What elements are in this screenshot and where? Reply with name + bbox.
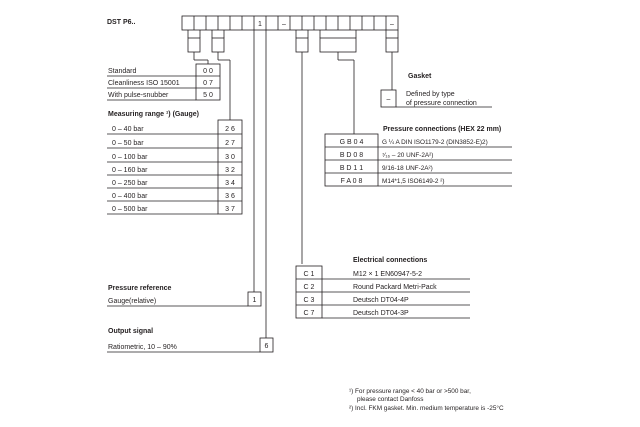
output-signal-label: Ratiometric, 10 – 90% bbox=[108, 344, 177, 351]
version-code-50: 5 0 bbox=[203, 92, 213, 99]
output-signal-title: Output signal bbox=[108, 328, 153, 335]
code-dash-1: – bbox=[282, 21, 286, 28]
range-label-100: 0 – 100 bar bbox=[112, 154, 148, 161]
range-code-26: 2 6 bbox=[225, 126, 235, 133]
code-fixed-1: 1 bbox=[258, 21, 262, 28]
range-code-34: 3 4 bbox=[225, 180, 235, 187]
pressure-connections-title: Pressure connections (HEX 22 mm) bbox=[383, 126, 501, 133]
range-label-400: 0 – 400 bar bbox=[112, 193, 148, 200]
gasket-code: – bbox=[387, 96, 391, 103]
pressure-reference-section: Pressure reference Gauge(relative) 1 bbox=[107, 285, 262, 307]
pressure-reference-title: Pressure reference bbox=[108, 285, 172, 292]
version-code-07: 0 7 bbox=[203, 80, 213, 87]
code-header-boxes bbox=[181, 15, 399, 31]
electrical-label-m12: M12 × 1 EN60947-5-2 bbox=[353, 271, 422, 278]
range-code-36: 3 6 bbox=[225, 193, 235, 200]
pressure-conn-code-bd08: B D 0 8 bbox=[340, 152, 363, 159]
electrical-code-c7: C 7 bbox=[304, 310, 315, 317]
electrical-label-packard: Round Packard Metri-Pack bbox=[353, 284, 437, 291]
pressure-conn-label-bd11: 9/16-18 UNF-2A²) bbox=[382, 165, 433, 172]
pressure-conn-label-fa08: M14*1,5 ISO6149-2 ²) bbox=[382, 178, 445, 185]
version-label-standard: Standard bbox=[108, 68, 137, 75]
pressure-reference-label: Gauge(relative) bbox=[108, 298, 156, 305]
footnote-1-line-2: please contact Danfoss bbox=[357, 396, 423, 403]
version-section: Standard Cleanliness ISO 15001 With puls… bbox=[107, 63, 221, 101]
pressure-conn-code-fa08: F A 0 8 bbox=[341, 178, 363, 185]
range-code-32: 3 2 bbox=[225, 167, 235, 174]
connector-lines bbox=[187, 30, 399, 338]
electrical-label-dt04-3p: Deutsch DT04-3P bbox=[353, 310, 409, 317]
measuring-range-title: Measuring range ¹) (Gauge) bbox=[108, 111, 199, 118]
footnote-1-line-1: ¹) For pressure range < 40 bar or >500 b… bbox=[349, 388, 471, 395]
electrical-connections-title: Electrical connections bbox=[353, 257, 427, 264]
measuring-range-section: Measuring range ¹) (Gauge) 0 – 40 bar 0 … bbox=[107, 111, 243, 215]
code-dash-2: – bbox=[390, 21, 394, 28]
range-code-37: 3 7 bbox=[225, 206, 235, 213]
pressure-conn-code-bd11: B D 1 1 bbox=[340, 165, 363, 172]
gasket-text-1: Defined by type bbox=[406, 91, 455, 98]
electrical-code-c1: C 1 bbox=[304, 271, 315, 278]
footnote-2: ²) Incl. FKM gasket. Min. medium tempera… bbox=[349, 404, 504, 412]
range-label-40: 0 – 40 bar bbox=[112, 126, 144, 133]
gasket-title: Gasket bbox=[408, 73, 432, 80]
pressure-conn-code-gb04: G B 0 4 bbox=[340, 139, 364, 146]
range-code-30: 3 0 bbox=[225, 154, 235, 161]
version-label-pulse-snubber: With pulse-snubber bbox=[108, 92, 169, 99]
range-label-500: 0 – 500 bar bbox=[112, 206, 148, 213]
output-signal-code: 6 bbox=[265, 343, 269, 350]
pressure-connections-section: Pressure connections (HEX 22 mm) G B 0 4… bbox=[324, 126, 512, 187]
pressure-reference-code: 1 bbox=[253, 297, 257, 304]
model-label: DST P6.. bbox=[107, 19, 135, 26]
pressure-conn-label-bd08: ⁷⁄₁₆ – 20 UNF-2A²) bbox=[382, 152, 433, 159]
gasket-text-2: of pressure connection bbox=[406, 100, 477, 107]
range-code-27: 2 7 bbox=[225, 140, 235, 147]
range-label-160: 0 – 160 bar bbox=[112, 167, 148, 174]
range-label-50: 0 – 50 bar bbox=[112, 140, 144, 147]
electrical-label-dt04-4p: Deutsch DT04-4P bbox=[353, 297, 409, 304]
gasket-section: Gasket – Defined by type of pressure con… bbox=[380, 73, 492, 108]
footnotes: ¹) For pressure range < 40 bar or >500 b… bbox=[349, 388, 504, 412]
electrical-code-c2: C 2 bbox=[304, 284, 315, 291]
version-code-00: 0 0 bbox=[203, 68, 213, 75]
range-label-250: 0 – 250 bar bbox=[112, 180, 148, 187]
pressure-conn-label-gb04: G ¼ A DIN ISO1179-2 (DIN3852-E)2) bbox=[382, 139, 488, 146]
output-signal-section: Output signal Ratiometric, 10 – 90% 6 bbox=[107, 328, 274, 353]
version-label-cleanliness: Cleanliness ISO 15001 bbox=[108, 80, 180, 87]
electrical-code-c3: C 3 bbox=[304, 297, 315, 304]
electrical-connections-section: Electrical connections C 1 C 2 C 3 C 7 M… bbox=[295, 257, 470, 319]
